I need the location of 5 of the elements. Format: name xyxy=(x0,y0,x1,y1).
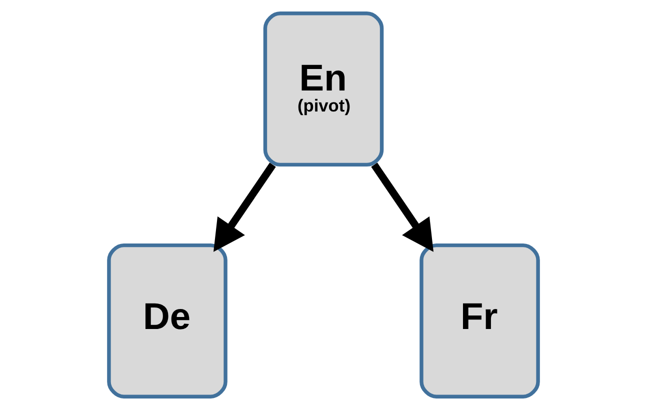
arrow xyxy=(370,162,434,252)
node-box: De xyxy=(106,243,227,398)
arrow xyxy=(212,162,276,252)
node-box: En (pivot) xyxy=(262,12,384,167)
node-box: Fr xyxy=(419,243,540,398)
